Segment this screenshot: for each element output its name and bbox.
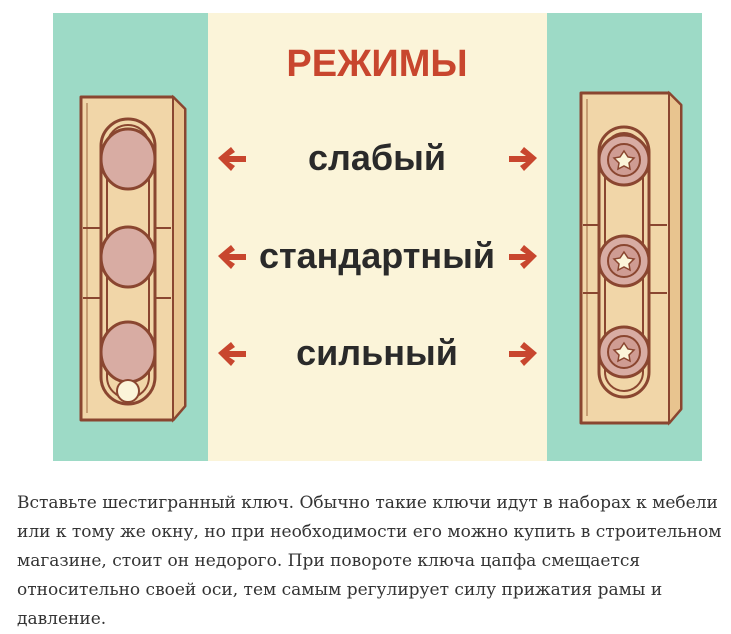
illustration: РЕЖИМЫ слабый стандартный сильный — [53, 13, 702, 461]
arrow-left-icon — [218, 147, 246, 171]
mode-standard-label: стандартный — [259, 235, 495, 276]
arrow-right-icon — [509, 245, 537, 269]
pin-standard — [99, 225, 157, 289]
hex-pin-strong — [597, 325, 651, 379]
pin-strong — [99, 320, 157, 384]
center-panel — [208, 13, 547, 461]
arrow-left-icon — [218, 342, 246, 366]
arrow-right-icon — [509, 147, 537, 171]
article-paragraph: Вставьте шестигранный ключ. Обычно такие… — [17, 493, 722, 629]
arrow-left-icon — [218, 245, 246, 269]
mode-weak-label: слабый — [308, 137, 446, 178]
pin-weak — [99, 127, 157, 191]
modes-title: РЕЖИМЫ — [286, 43, 467, 85]
frame-with-round-pins — [579, 90, 683, 426]
hex-pin-weak — [597, 133, 651, 187]
hex-pin-standard — [597, 234, 651, 288]
frame-with-oval-pins — [79, 94, 187, 423]
arrow-right-icon — [509, 342, 537, 366]
mode-strong-label: сильный — [296, 332, 458, 373]
